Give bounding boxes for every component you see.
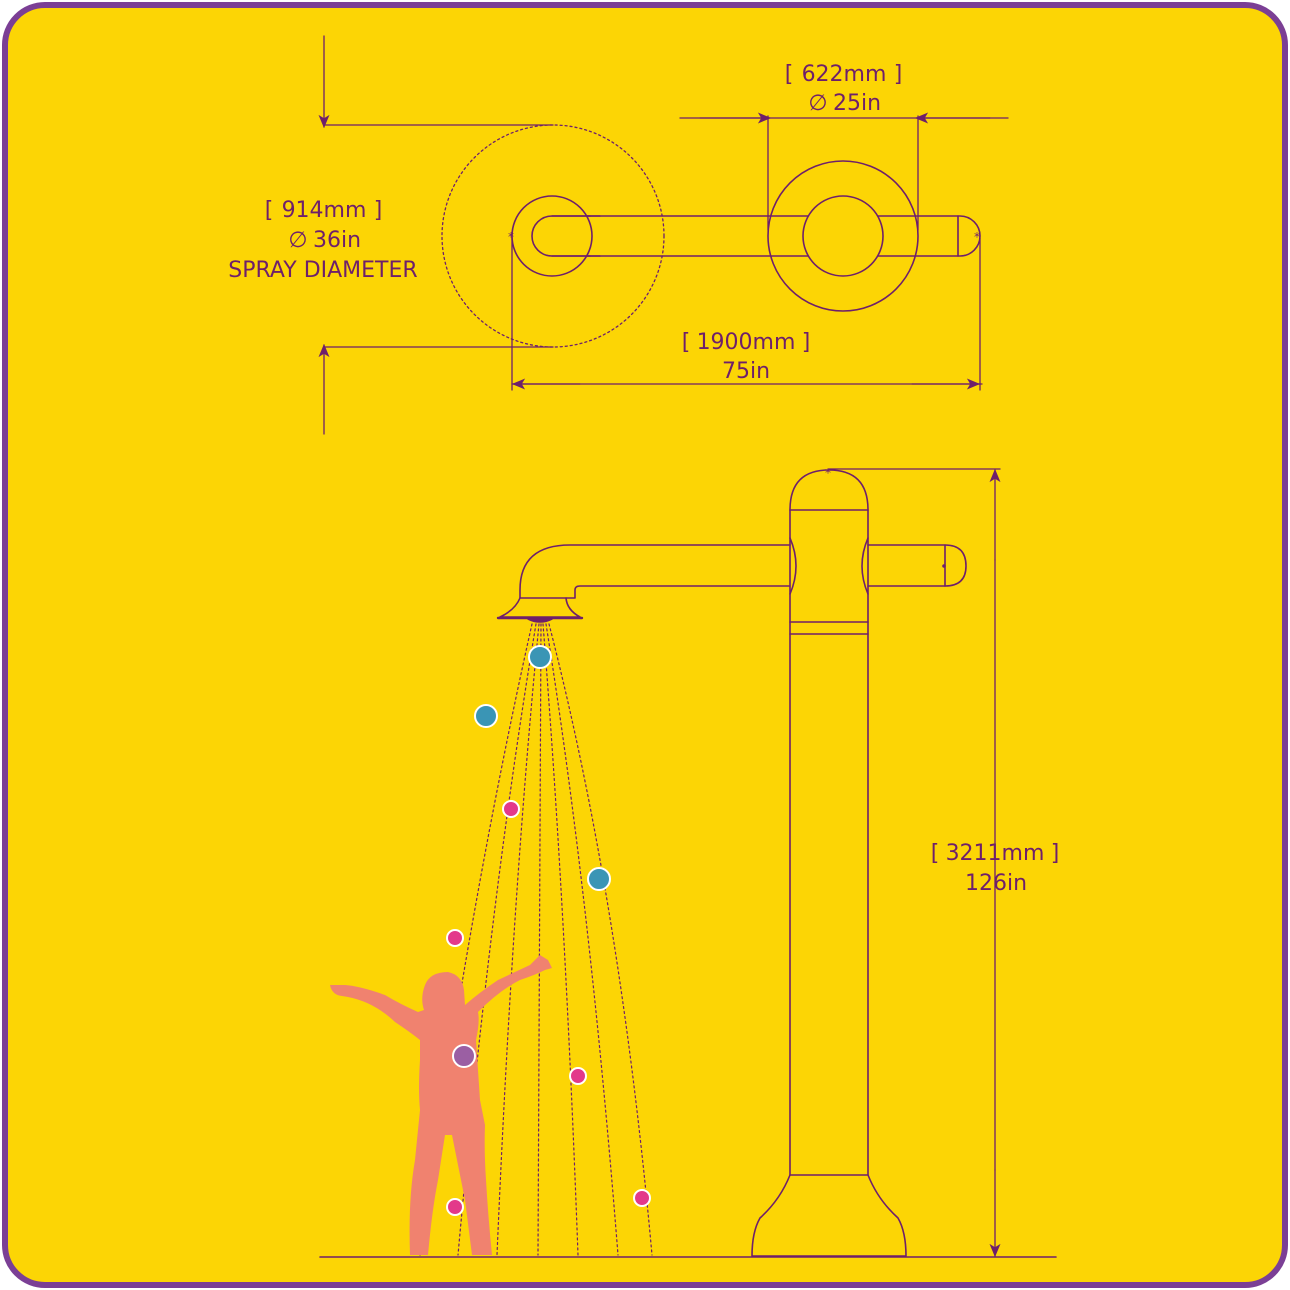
base-dim-bracket-right: ]: [894, 62, 903, 87]
drop-blue: [474, 704, 498, 728]
plan-labels: [ 914mm ] ∅ 36in SPRAY DIAMETER [ 622mm …: [228, 62, 902, 384]
post-collar-left: [789, 537, 797, 595]
head-inner-cap: [531, 215, 591, 257]
water-drops: [446, 645, 651, 1216]
elevation-top-mark: *: [825, 466, 831, 480]
base-dim-bracket-left: [: [785, 62, 794, 87]
elevation-arm-right: [867, 544, 967, 587]
length-dim-in: 75in: [722, 359, 770, 384]
extent-mark-right: *: [974, 230, 980, 244]
drop-blue: [587, 867, 611, 891]
drop-pink: [569, 1067, 587, 1085]
diameter-symbol-icon: ∅: [808, 91, 827, 116]
post-circle: [802, 195, 884, 277]
child-silhouette: [330, 955, 552, 1255]
drop-pink: [633, 1189, 651, 1207]
spray-dim-caption: SPRAY DIAMETER: [228, 258, 417, 283]
spray-dim-bracket-left: [: [265, 198, 274, 223]
drop-purple: [452, 1044, 476, 1068]
base-dim-in: 25in: [833, 91, 881, 116]
extent-mark-left: *: [508, 230, 514, 244]
elevation-labels: [ 3211mm ] 126in: [931, 841, 1060, 896]
drop-pink: [446, 1198, 464, 1216]
base-plate-circle: [767, 160, 919, 312]
shower-nozzle: [527, 618, 553, 623]
elevation-view: [319, 468, 1057, 1258]
spray-dim-in: 36in: [313, 228, 361, 253]
height-dim-bracket-left: [: [931, 841, 940, 866]
drop-pink: [502, 800, 520, 818]
spray-dim-mm: 914mm: [282, 198, 367, 223]
length-dim-mm: 1900mm: [697, 330, 796, 355]
diameter-symbol-icon: ∅: [288, 228, 307, 253]
height-dim-in: 126in: [965, 871, 1027, 896]
post-collar-right: [861, 537, 869, 595]
post-body: [751, 469, 907, 1257]
plan-view: * *: [318, 35, 1009, 435]
drop-pink: [446, 929, 464, 947]
base-dim-mm: 622mm: [802, 62, 887, 87]
elevation-arm: [519, 544, 791, 599]
arm-end-dot: [942, 564, 946, 568]
height-dim-bracket-right: ]: [1051, 841, 1060, 866]
spray-dim-bracket-right: ]: [374, 198, 383, 223]
height-dim-mm: 3211mm: [946, 841, 1045, 866]
head-outer-circle: [511, 195, 593, 277]
length-dim-bracket-right: ]: [802, 330, 811, 355]
length-dim-bracket-left: [: [682, 330, 691, 355]
drop-blue: [528, 645, 552, 669]
